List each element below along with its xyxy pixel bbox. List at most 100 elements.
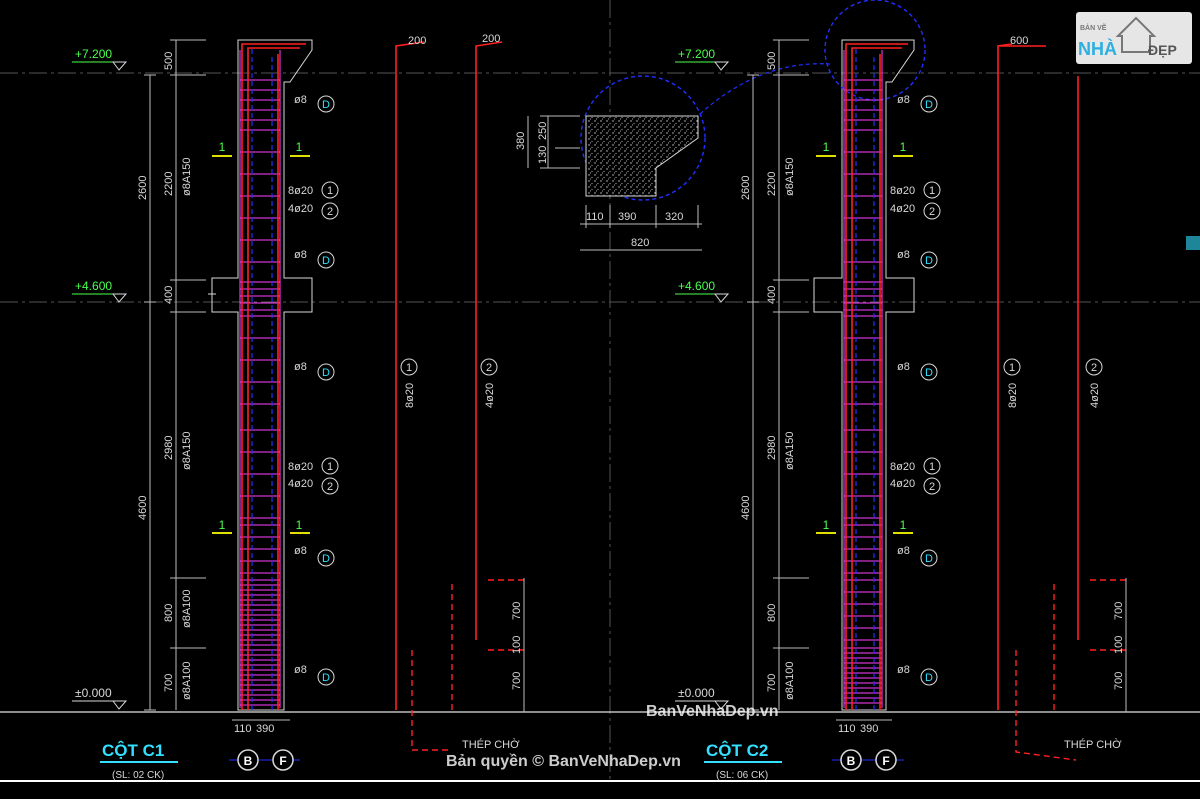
elevation-text: +4.600 [678, 279, 715, 293]
elevation-marker-base: ±0.000 [72, 686, 128, 710]
elevation-marker-top: +7.200 [72, 47, 128, 71]
svg-text:D: D [925, 367, 933, 379]
svg-text:D: D [925, 553, 933, 565]
bottom-dimension: 110 390 [232, 719, 290, 735]
svg-text:ø8A150: ø8A150 [784, 157, 796, 196]
svg-text:700: 700 [1113, 672, 1125, 690]
bottom-dimension: 110 390 [836, 719, 892, 735]
svg-text:ø8: ø8 [897, 94, 910, 106]
svg-text:800: 800 [163, 604, 175, 622]
svg-text:8ø20: 8ø20 [1007, 383, 1019, 408]
house-icon [1115, 16, 1157, 53]
svg-text:D: D [322, 553, 330, 565]
svg-text:110: 110 [586, 211, 604, 223]
svg-text:600: 600 [1010, 35, 1028, 47]
svg-text:1: 1 [296, 518, 303, 532]
svg-text:1: 1 [1009, 362, 1015, 374]
svg-text:700: 700 [766, 674, 778, 692]
svg-text:4ø20: 4ø20 [288, 478, 313, 490]
svg-text:8ø20: 8ø20 [404, 383, 416, 408]
svg-text:8ø20: 8ø20 [288, 185, 313, 197]
svg-text:ø8A100: ø8A100 [784, 661, 796, 700]
svg-text:ø8A100: ø8A100 [181, 661, 193, 700]
svg-text:4ø20: 4ø20 [484, 383, 496, 408]
svg-text:D: D [322, 255, 330, 267]
dimension-texts: 500 2600 2200 400 4600 2980 800 700 [137, 52, 175, 692]
stirrup-set [239, 50, 281, 708]
svg-text:390: 390 [860, 723, 878, 735]
edge-tab [1186, 236, 1200, 250]
svg-text:4ø20: 4ø20 [288, 203, 313, 215]
svg-text:390: 390 [256, 723, 274, 735]
svg-text:320: 320 [665, 211, 683, 223]
starter-bars [411, 579, 524, 751]
svg-text:2: 2 [327, 481, 333, 493]
bracket-detail: 380 250 130 110 390 320 820 [515, 63, 831, 251]
svg-text:ø8: ø8 [294, 361, 307, 373]
axis-bubble-b: B [832, 749, 872, 771]
svg-text:2980: 2980 [766, 436, 778, 460]
svg-text:100: 100 [511, 636, 523, 654]
svg-text:700: 700 [163, 674, 175, 692]
svg-text:B: B [244, 754, 253, 768]
column-c1: +7.200 +4.600 ±0.000 [72, 33, 525, 781]
elevation-marker-mid: +4.600 [72, 279, 128, 303]
svg-text:1: 1 [929, 185, 935, 197]
svg-text:400: 400 [163, 286, 175, 304]
svg-text:1: 1 [900, 518, 907, 532]
starter-bar-label: THÉP CHỜ [462, 738, 520, 751]
bar-shape-2: 2 4ø20 [1077, 76, 1103, 640]
svg-text:4ø20: 4ø20 [890, 203, 915, 215]
svg-text:4ø20: 4ø20 [890, 478, 915, 490]
section-cut-marks: 1 1 1 1 [816, 140, 913, 534]
svg-text:200: 200 [408, 35, 426, 47]
hidden-rebars [855, 48, 875, 710]
svg-text:2: 2 [486, 362, 492, 374]
svg-text:D: D [925, 99, 933, 111]
svg-text:250: 250 [537, 122, 549, 140]
svg-text:820: 820 [631, 237, 649, 249]
svg-text:4600: 4600 [137, 496, 149, 520]
bar-shape-1: 600 1 8ø20 [997, 35, 1046, 710]
svg-text:ø8A150: ø8A150 [181, 431, 193, 470]
svg-text:ø8: ø8 [294, 94, 307, 106]
bar-callouts: ø8 8ø20 4ø20 ø8 ø8 8ø20 4ø20 ø8 ø8 [288, 94, 313, 676]
svg-text:1: 1 [823, 518, 830, 532]
svg-text:D: D [925, 672, 933, 684]
axis-bubble-f: F [262, 749, 300, 771]
svg-text:1: 1 [296, 140, 303, 154]
elevation-text: ±0.000 [75, 686, 112, 700]
svg-text:ø8: ø8 [897, 361, 910, 373]
svg-text:D: D [925, 255, 933, 267]
svg-text:ø8A150: ø8A150 [784, 431, 796, 470]
svg-text:1: 1 [219, 140, 226, 154]
svg-text:F: F [882, 754, 889, 768]
watermark-copyright: Bản quyền © BanVeNhaDep.vn [446, 753, 681, 770]
svg-text:110: 110 [234, 723, 252, 735]
detail-callout-circle [824, 0, 926, 101]
bar-shape-2: 200 2 4ø20 [475, 33, 503, 640]
axis-bubble-f: F [866, 749, 904, 771]
column-quantity: (SL: 02 CK) [112, 770, 164, 781]
svg-text:D: D [322, 99, 330, 111]
site-logo: BẢN VẼ NHÀ ĐẸP [1076, 12, 1192, 64]
starter-dims: 700 100 700 [1113, 578, 1127, 712]
callout-marks: D 1 2 D D 1 2 D D [317, 95, 339, 686]
svg-text:1: 1 [823, 140, 830, 154]
svg-text:1: 1 [327, 461, 333, 473]
stirrup-set [843, 50, 883, 708]
svg-text:200: 200 [482, 33, 500, 45]
svg-text:ø8: ø8 [897, 545, 910, 557]
column-outline [813, 39, 915, 711]
starter-bars [1015, 579, 1126, 761]
svg-text:110: 110 [838, 723, 856, 735]
svg-text:700: 700 [511, 672, 523, 690]
svg-text:1: 1 [219, 518, 226, 532]
hidden-rebars [251, 48, 273, 710]
stirrup-spacing-labels: ø8A150 ø8A150 ø8A100 [784, 157, 796, 700]
svg-text:1: 1 [406, 362, 412, 374]
elevation-text: ±0.000 [678, 686, 715, 700]
svg-text:8ø20: 8ø20 [890, 185, 915, 197]
svg-text:700: 700 [511, 602, 523, 620]
